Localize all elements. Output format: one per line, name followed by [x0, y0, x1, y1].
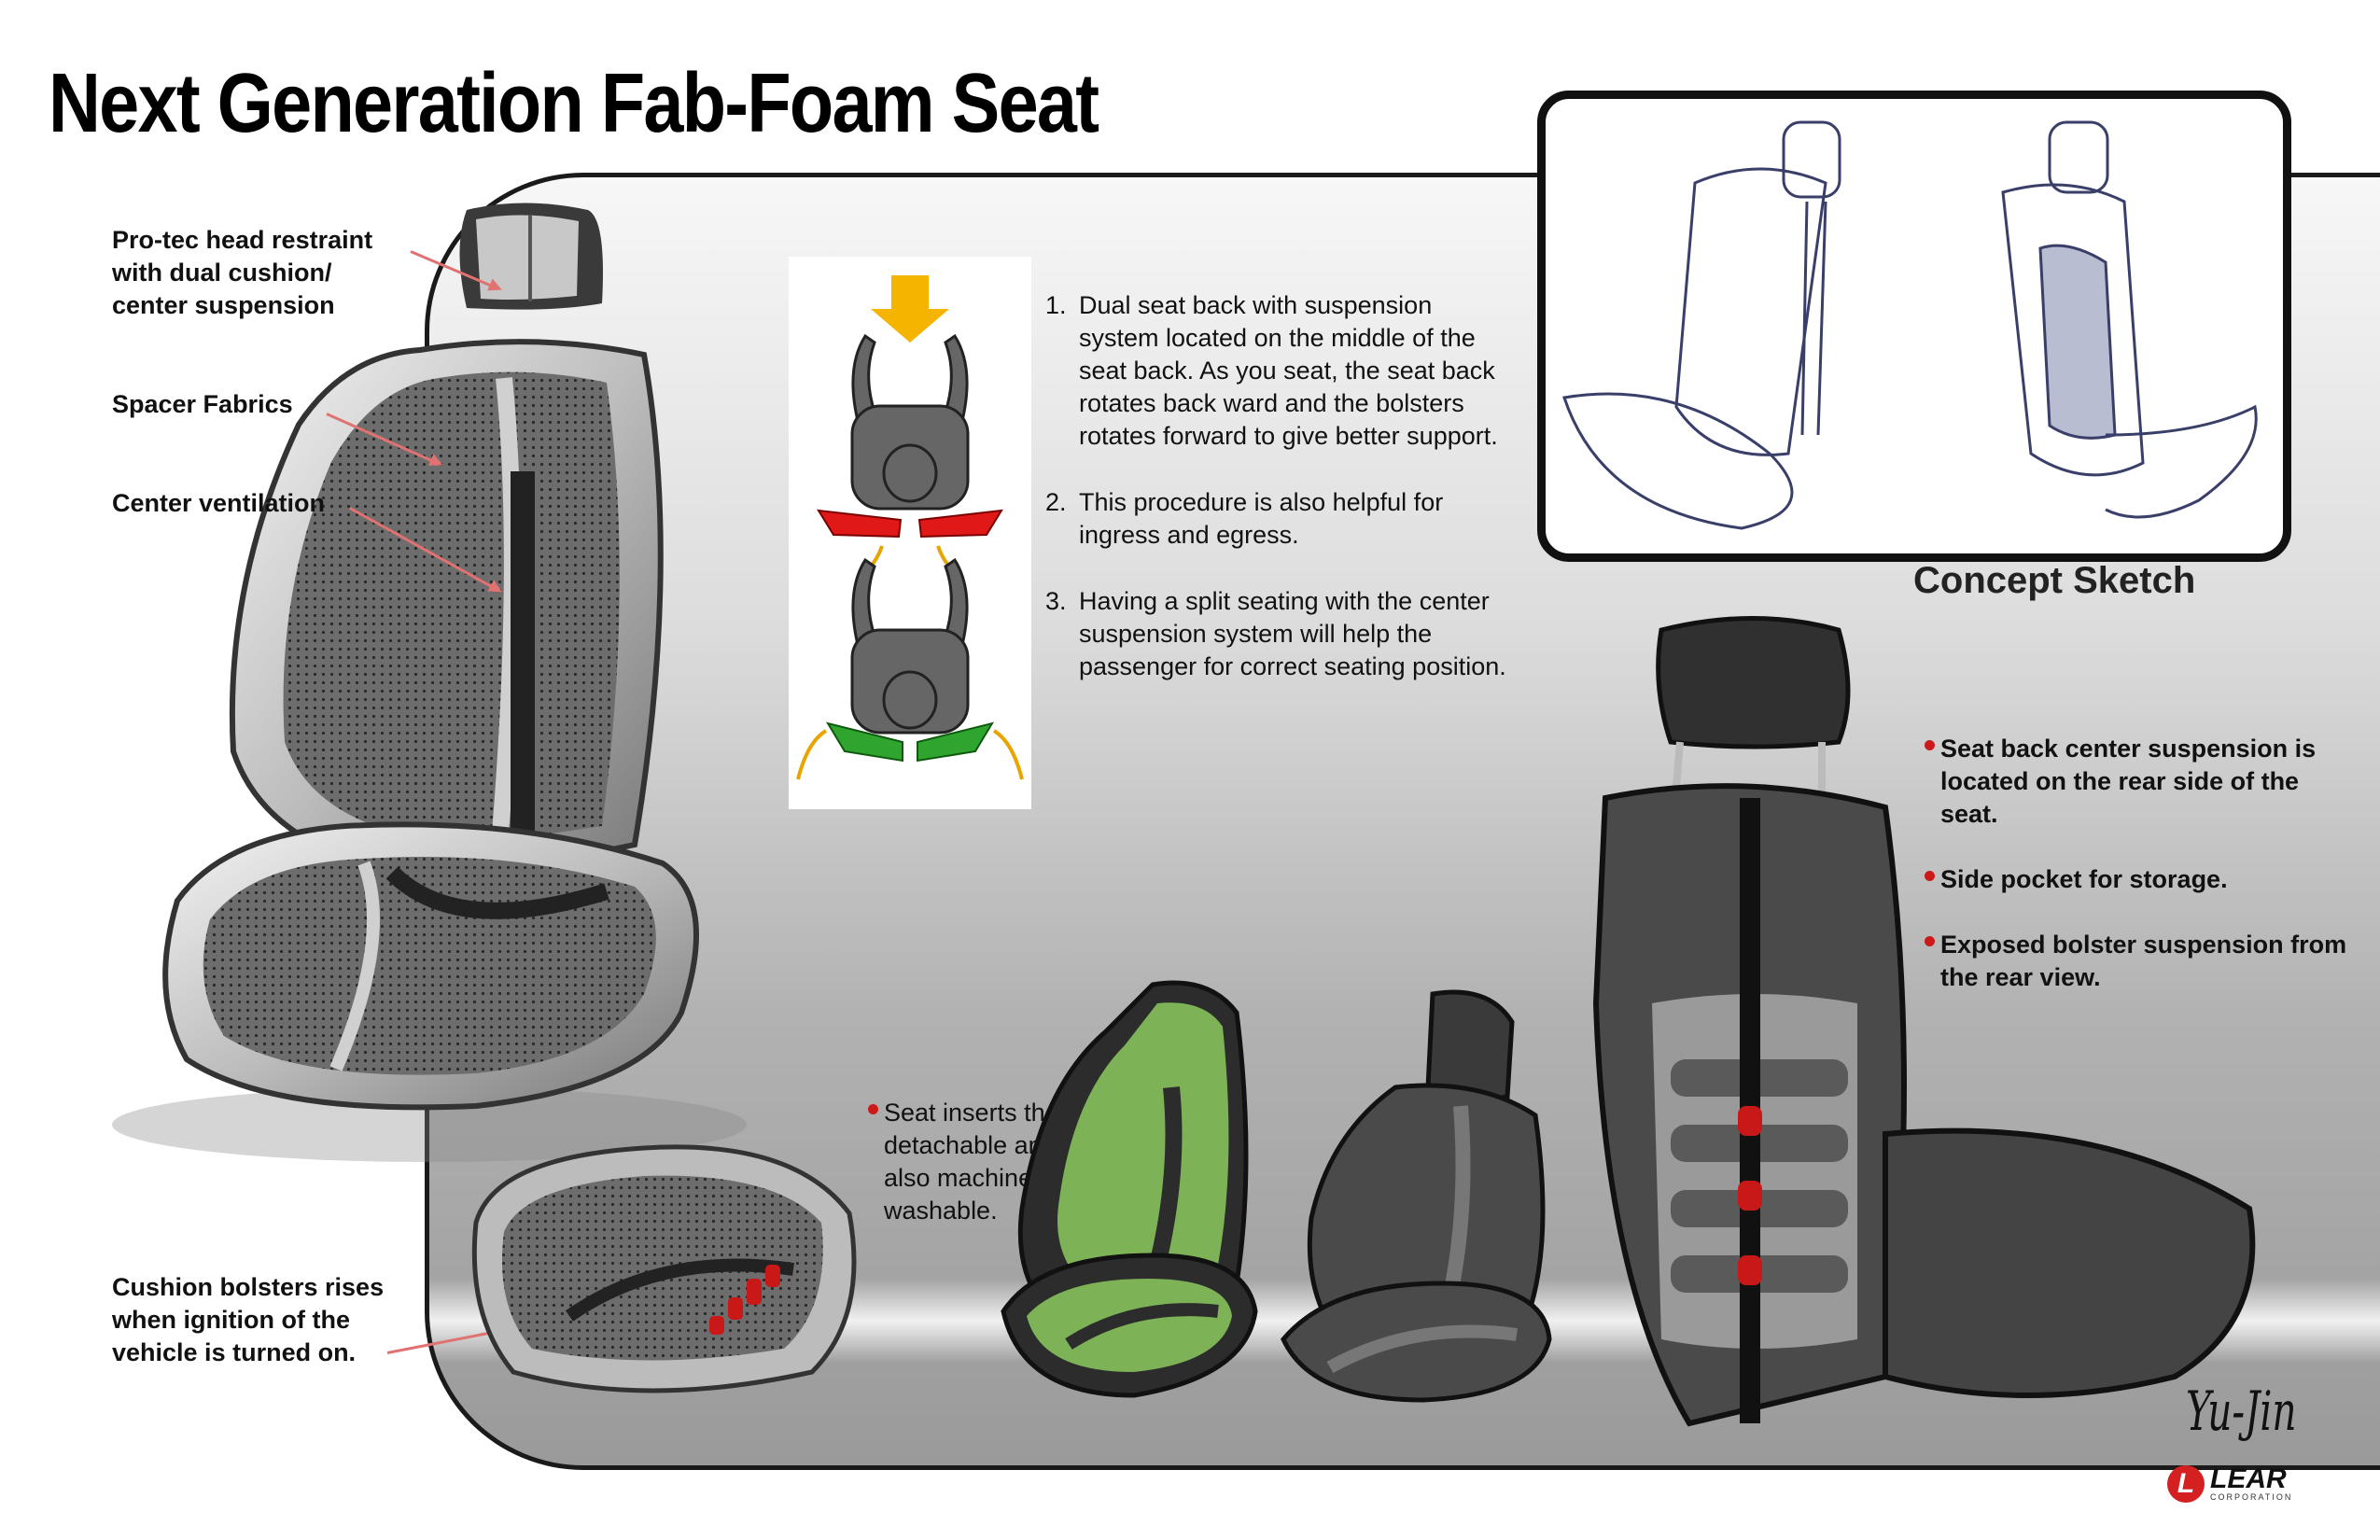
bullet-text: Seat back center suspension is located o…	[1940, 735, 2317, 828]
callout-head-restraint: Pro-tec head restraint with dual cushion…	[112, 224, 372, 322]
red-bullet-icon	[1925, 871, 1935, 881]
lear-logo-sub: CORPORATION	[2210, 1492, 2293, 1502]
point-text: This procedure is also helpful for ingre…	[1079, 488, 1444, 549]
bullet-text: Exposed bolster suspension from the rear…	[1940, 931, 2347, 991]
seat-cushion	[162, 821, 699, 1111]
page-title: Next Generation Fab-Foam Seat	[49, 57, 1099, 150]
callout-cushion-bolsters: Cushion bolsters rises when ignition of …	[112, 1271, 384, 1369]
red-bolster-actuators	[709, 1265, 780, 1335]
point-number: 3.	[1045, 587, 1067, 615]
rear-bullet: Side pocket for storage.	[1925, 863, 2363, 896]
point-number: 1.	[1045, 291, 1067, 319]
rear-head-restraint	[1656, 616, 1851, 807]
cushion-bolster-illustration	[471, 1144, 857, 1393]
lear-logo-text: LEAR CORPORATION	[2210, 1463, 2293, 1503]
lear-logo-mark: L	[2167, 1465, 2205, 1503]
green-bolsters	[825, 721, 995, 763]
rear-bullet: Exposed bolster suspension from the rear…	[1925, 929, 2363, 994]
rear-seat-illustration	[1592, 616, 2256, 1427]
procedure-point: 1. Dual seat back with suspension system…	[1045, 289, 1512, 453]
head-restraint	[459, 203, 603, 310]
callout-center-ventilation: Center ventilation	[112, 489, 326, 517]
lear-logo-name: LEAR	[2210, 1463, 2287, 1494]
green-insert-seat	[1001, 980, 1258, 1398]
callout-line: center suspension	[112, 291, 335, 319]
procedure-points: 1. Dual seat back with suspension system…	[1045, 289, 1512, 717]
yellow-side-arrows-icon	[796, 729, 1024, 780]
seat-back	[229, 339, 664, 886]
designer-signature: Yu-Jin	[2186, 1379, 2297, 1443]
yellow-curved-arrows-icon	[866, 545, 954, 571]
callout-line: Cushion bolsters rises	[112, 1273, 385, 1301]
rear-bullet: Seat back center suspension is located o…	[1925, 733, 2363, 831]
callout-line: vehicle is turned on.	[112, 1338, 357, 1366]
concept-sketch-drawing	[1562, 120, 2258, 530]
yellow-down-arrow-icon	[871, 275, 949, 343]
lear-logo: L LEAR CORPORATION	[2167, 1465, 2292, 1503]
red-bullet-icon	[868, 1104, 878, 1114]
procedure-point: 3. Having a split seating with the cente…	[1045, 585, 1512, 683]
rear-view-bullets: Seat back center suspension is located o…	[1925, 733, 2363, 1027]
main-seat-illustration	[112, 203, 747, 1162]
red-bullet-icon	[1925, 740, 1935, 750]
occupant-figure-bottom	[850, 557, 970, 735]
red-bolsters	[817, 509, 1003, 539]
concept-sketch-frame	[1537, 91, 2291, 562]
callout-line: when ignition of the	[112, 1306, 350, 1334]
point-text: Dual seat back with suspension system lo…	[1079, 291, 1498, 450]
point-text: Having a split seating with the center s…	[1079, 587, 1506, 680]
callout-line: with dual cushion/	[112, 259, 332, 287]
dark-seat-illustration	[1281, 989, 1552, 1403]
callout-spacer-fabrics: Spacer Fabrics	[112, 390, 293, 418]
procedure-diagram	[789, 257, 1031, 809]
occupant-figure-top	[850, 333, 970, 511]
callout-line: Pro-tec head restraint	[112, 226, 373, 254]
bullet-text: Side pocket for storage.	[1940, 865, 2228, 893]
concept-sketch-caption: Concept Sketch	[1913, 560, 2196, 601]
rear-suspension-nodes	[1738, 1106, 1762, 1285]
procedure-point: 2. This procedure is also helpful for in…	[1045, 486, 1512, 552]
red-bullet-icon	[1925, 936, 1935, 946]
point-number: 2.	[1045, 488, 1067, 516]
seat-shadow	[112, 1087, 747, 1162]
occupant-diagram	[796, 275, 1024, 780]
